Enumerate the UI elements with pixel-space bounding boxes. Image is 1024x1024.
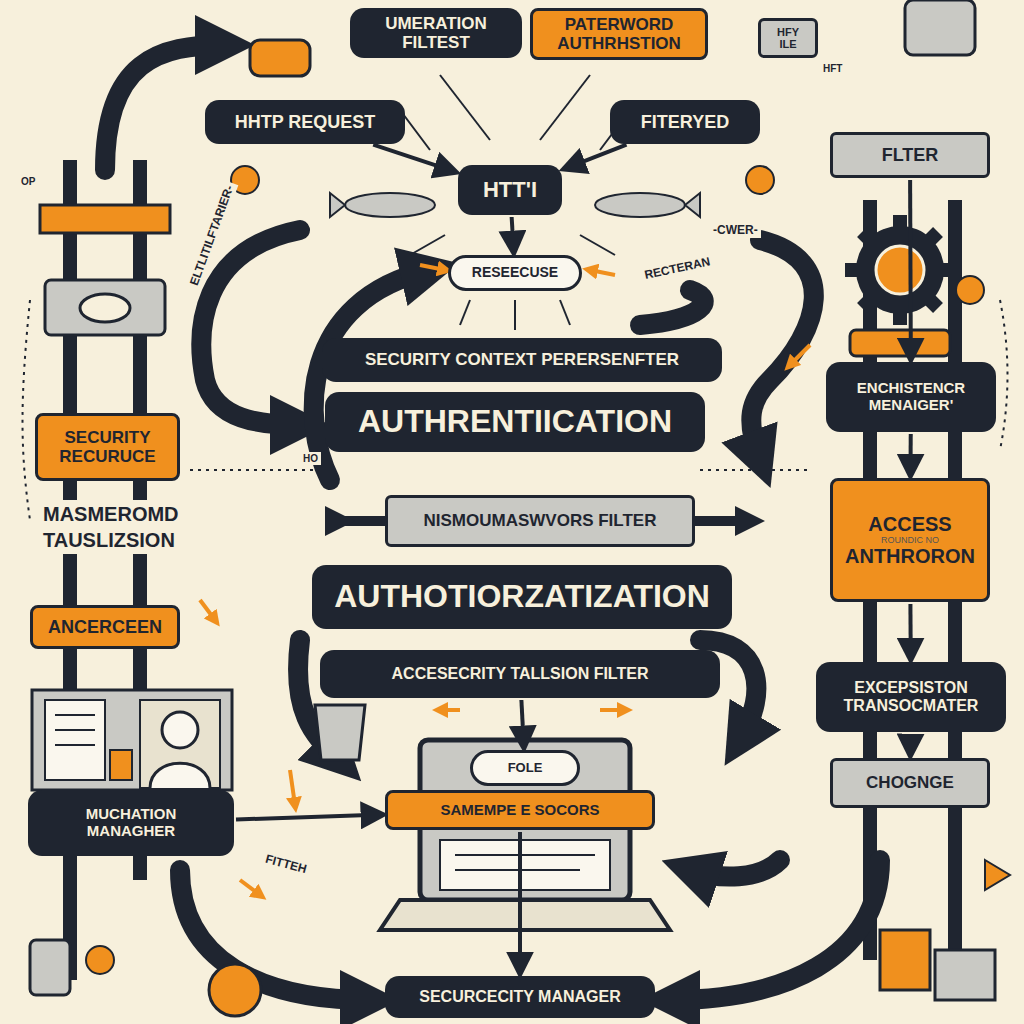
curve-label: -CWER- xyxy=(710,222,761,238)
resource-box: SECURITY RECURUCE xyxy=(35,413,180,481)
orange-box: ANCERCEEN xyxy=(30,605,180,649)
exception-box: EXCEPSISTON TRANSOCMATER xyxy=(816,662,1006,732)
small-box: HFY ILE xyxy=(758,18,818,58)
node-text: SECURCECITY MANAGER xyxy=(419,988,621,1006)
flow-arrow xyxy=(518,832,522,974)
flow-arrow xyxy=(373,145,456,172)
node-text: RESEECUSE xyxy=(472,265,558,281)
node-text: EXCEPSISTON TRANSOCMATER xyxy=(828,679,994,715)
small-label: OP xyxy=(18,175,38,188)
node-text: ENCHISTENCR MENAIGER' xyxy=(838,380,984,414)
request-pill: HHTP REQUEST xyxy=(205,100,405,144)
curve-label: ELTLITILFTARIER- xyxy=(185,180,238,290)
node-text: PATERWORD AUTHRHSTION xyxy=(545,15,693,53)
node-text: ANCERCEEN xyxy=(48,617,162,637)
http-pill: HTT'I xyxy=(458,165,562,215)
node-text: AUTHOTIORZATIZATION xyxy=(334,579,710,615)
flow-arrow xyxy=(512,217,514,253)
flow-arrow xyxy=(908,604,912,660)
curve-label: FITTEH xyxy=(261,850,312,878)
node-text: FLTER xyxy=(882,145,939,165)
curve-label: RECTERAN xyxy=(640,253,714,284)
manager-pill: SECURCECITY MANAGER xyxy=(385,976,655,1018)
filter-box: FLTER xyxy=(830,132,990,178)
node-text: SECURITY RECURUCE xyxy=(50,428,165,466)
filter-box: UMERATION FILTEST xyxy=(350,8,522,58)
node-text: HTT'I xyxy=(483,178,537,203)
node-text: NISMOUMASWVORS FILTER xyxy=(424,511,657,530)
flow-arrow xyxy=(908,180,913,360)
node-text: SAMEMPE E SOCORS xyxy=(440,802,599,819)
node-text: AUTHRENTIICATION xyxy=(358,404,672,440)
flow-arrow xyxy=(908,434,912,476)
filter-band: NISMOUMASWVORS FILTER xyxy=(385,495,695,547)
flow-arrow xyxy=(236,815,383,820)
source-bar: SAMEMPE E SOCORS xyxy=(385,790,655,830)
node-text: UMERATION FILTEST xyxy=(362,14,510,52)
node-text: ACCESECRITY TALLSION FILTER xyxy=(392,665,649,683)
node-text: ROUNDIC NO xyxy=(881,535,939,545)
filter-pill: FITERYED xyxy=(610,100,760,144)
note-text: MASMEROMD TAUSLIZSION xyxy=(40,500,206,554)
auth-box: PATERWORD AUTHRHSTION xyxy=(530,8,708,60)
node-text: FITERYED xyxy=(641,112,729,132)
node-text: MUCHATION MANAGHER xyxy=(40,806,222,840)
stage-pill: AUTHRENTIICATION xyxy=(325,392,705,452)
change-box: CHOGNGE xyxy=(830,758,990,808)
node-text: HHTP REQUEST xyxy=(235,112,376,132)
filter-pill: ACCESECRITY TALLSION FILTER xyxy=(320,650,720,698)
flow-arrow xyxy=(908,734,912,756)
node-text: ANTHRORON xyxy=(845,545,975,567)
context-pill: SECURITY CONTEXT PERERSENFTER xyxy=(322,338,722,382)
file-box: FOLE xyxy=(470,750,580,786)
node-text: ACCESS xyxy=(868,513,951,535)
stage-pill: AUTHOTIORZATIZATION xyxy=(312,565,732,629)
node-text: CHOGNGE xyxy=(866,773,954,792)
access-box: ACCESSROUNDIC NOANTHRORON xyxy=(830,478,990,602)
manager-box: MUCHATION MANAGHER xyxy=(28,790,234,856)
flow-arrow xyxy=(521,700,524,748)
flow-arrow xyxy=(564,145,627,169)
manager-box: ENCHISTENCR MENAIGER' xyxy=(826,362,996,432)
small-label: HFT xyxy=(820,62,845,75)
node-text: FOLE xyxy=(508,761,543,776)
resource-pill: RESEECUSE xyxy=(448,255,582,291)
node-text: HFY ILE xyxy=(773,26,803,51)
node-text: SECURITY CONTEXT PERERSENFTER xyxy=(365,350,679,369)
small-label: HO xyxy=(300,452,321,465)
